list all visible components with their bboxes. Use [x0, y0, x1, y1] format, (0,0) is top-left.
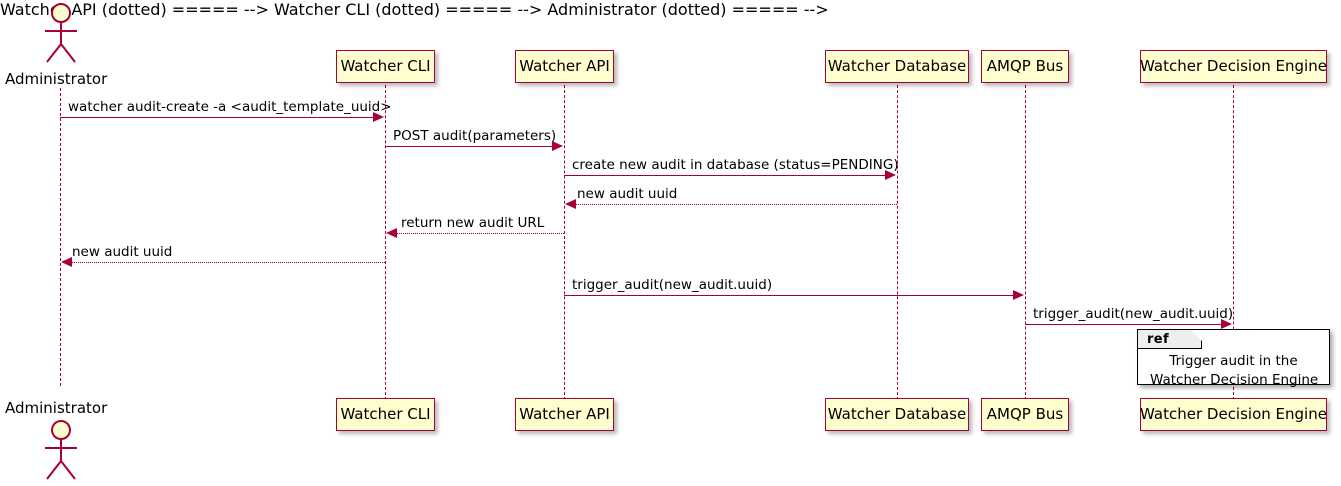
ref-fragment-body: Trigger audit in the Watcher Decision En… — [1138, 352, 1329, 390]
lifeline-administrator — [60, 88, 61, 386]
message-arrow-new-audit-uuid-db — [576, 204, 897, 205]
lifeline-watcher-database — [897, 85, 898, 400]
message-label-new-audit-uuid-db: new audit uuid — [577, 186, 678, 202]
message-label-new-audit-uuid-cli: new audit uuid — [72, 244, 173, 260]
message-arrow-post-audit — [385, 146, 552, 147]
participant-amqp-bus-bottom[interactable]: AMQP Bus — [981, 398, 1069, 431]
message-label-post-audit: POST audit(parameters) — [393, 128, 557, 144]
message-arrow-trigger-audit-engine — [1025, 324, 1221, 325]
message-label-return-new-audit-url: return new audit URL — [401, 215, 545, 231]
actor-label-administrator-bottom: Administrator — [5, 399, 108, 417]
participant-watcher-api-bottom[interactable]: Watcher API — [515, 398, 614, 431]
participant-watcher-database-bottom[interactable]: Watcher Database — [825, 398, 969, 431]
arrowhead-trigger-audit-amqp — [1013, 290, 1024, 300]
ref-fragment: ref Trigger audit in the Watcher Decisio… — [1137, 329, 1330, 388]
arrowhead-create-new-audit — [885, 170, 896, 180]
arrowhead-new-audit-uuid-cli — [61, 257, 72, 267]
participant-watcher-decision-engine-bottom[interactable]: Watcher Decision Engine — [1140, 398, 1327, 431]
participant-watcher-cli-top[interactable]: Watcher CLI — [336, 50, 435, 83]
participant-amqp-bus-top[interactable]: AMQP Bus — [981, 50, 1069, 83]
message-arrow-create-new-audit — [564, 175, 885, 176]
message-label-trigger-audit-amqp: trigger_audit(new_audit.uuid) — [572, 277, 773, 293]
lifeline-amqp-bus — [1025, 85, 1026, 400]
arrowhead-post-audit — [552, 141, 563, 151]
ref-fragment-line-2: Watcher Decision Engine — [1150, 372, 1319, 388]
message-label-create-new-audit: create new audit in database (status=PEN… — [572, 157, 899, 173]
message-arrow-new-audit-uuid-cli — [72, 262, 385, 263]
actor-label-administrator-top: Administrator — [5, 70, 108, 88]
arrowhead-watcher-audit-create — [373, 112, 384, 122]
ref-fragment-tab-label: ref — [1138, 330, 1202, 349]
lifeline-watcher-api — [564, 85, 565, 400]
message-label-trigger-audit-engine: trigger_audit(new_audit.uuid) — [1033, 306, 1234, 322]
message-label-watcher-audit-create: watcher audit-create -a <audit_template_… — [68, 99, 392, 115]
ref-fragment-line-1: Trigger audit in the — [1169, 353, 1298, 369]
lifeline-watcher-cli — [385, 85, 386, 400]
participant-watcher-cli-bottom[interactable]: Watcher CLI — [336, 398, 435, 431]
actor-administrator-figure-bottom — [45, 420, 77, 480]
participant-watcher-database-top[interactable]: Watcher Database — [825, 50, 969, 83]
lifeline-watcher-decision-engine — [1233, 85, 1234, 400]
participant-watcher-decision-engine-top[interactable]: Watcher Decision Engine — [1140, 50, 1327, 83]
arrowhead-new-audit-uuid-db — [565, 199, 576, 209]
actor-administrator-figure-top — [45, 3, 77, 63]
message-arrow-trigger-audit-amqp — [564, 295, 1013, 296]
arrowhead-return-new-audit-url — [386, 228, 397, 238]
arrowhead-trigger-audit-engine — [1221, 319, 1232, 329]
message-arrow-return-new-audit-url — [397, 233, 564, 234]
participant-watcher-api-top[interactable]: Watcher API — [515, 50, 614, 83]
message-arrow-watcher-audit-create — [60, 117, 373, 118]
